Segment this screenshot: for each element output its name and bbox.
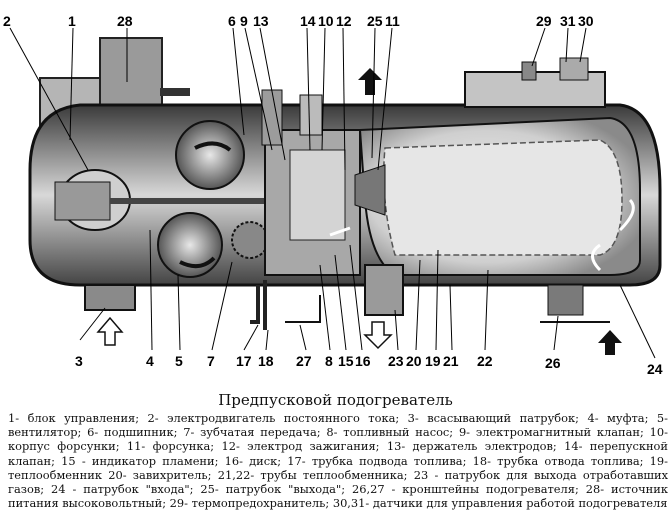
label-22: 22 [477,353,493,369]
label-18: 18 [258,353,274,369]
label-13: 13 [253,13,269,29]
label-17: 17 [236,353,252,369]
label-6: 6 [228,13,236,29]
label-23: 23 [388,353,404,369]
label-24: 24 [647,361,663,377]
label-16: 16 [355,353,371,369]
label-2: 2 [3,13,11,29]
label-15: 15 [338,353,354,369]
label-29: 29 [536,13,552,29]
label-27: 27 [296,353,312,369]
label-20: 20 [406,353,422,369]
label-5: 5 [175,353,183,369]
label-11: 11 [385,13,400,29]
label-28: 28 [117,13,133,29]
label-30: 30 [578,13,594,29]
label-26: 26 [545,355,561,371]
label-8: 8 [325,353,333,369]
diagram-caption: Предпусковой подогреватель [218,391,453,409]
heater-diagram: 2 1 28 6 9 13 14 10 12 25 11 29 31 30 3 … [3,13,663,377]
label-7: 7 [207,353,215,369]
label-19: 19 [425,353,441,369]
label-14: 14 [300,13,316,29]
label-9: 9 [240,13,248,29]
label-25: 25 [367,13,383,29]
label-1: 1 [68,13,76,29]
diagram-legend: 1- блок управления; 2- электродвигатель … [8,411,668,511]
label-31: 31 [560,13,576,29]
heater-drawing [9,27,662,359]
label-3: 3 [75,353,83,369]
label-4: 4 [146,353,154,369]
label-21: 21 [443,353,459,369]
label-12: 12 [336,13,352,29]
label-10: 10 [318,13,334,29]
